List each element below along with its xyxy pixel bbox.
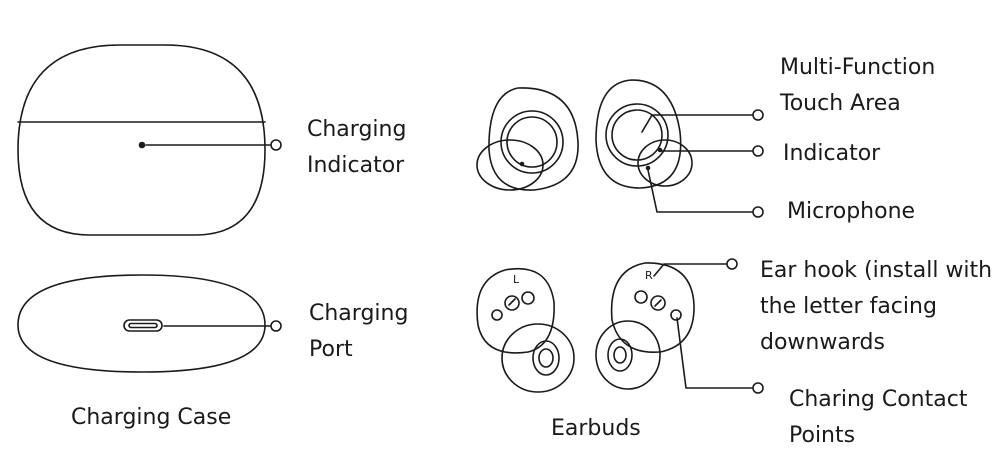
earbud-right-lower [595,262,695,390]
leader-touch-area [641,109,764,133]
label-indicator: Indicator [783,141,881,166]
leader-charging-indicator [145,139,282,151]
caption-earbuds: Earbuds [551,416,641,441]
leader-charging-port [163,320,282,332]
caption-charging-case: Charging Case [71,405,232,430]
label-charging-port: Charging Port [309,301,409,362]
leader-indicator [660,145,764,157]
case-indicator-dot [138,141,146,149]
earbud-left-lower [476,268,575,393]
charging-case-bottom-view [17,274,266,373]
contact-point [670,309,682,321]
left-side-mark: L [513,273,520,286]
microphone-dot [645,165,651,171]
label-contact-points: Charing Contact Points [789,387,968,448]
leader-ear-hook [653,258,738,277]
label-touch-area: Multi-Function Touch Area [780,55,936,116]
usb-c-port [123,319,163,332]
label-microphone: Microphone [787,199,916,224]
earbud-right-upper [595,79,693,189]
earbud-left-upper [476,87,579,191]
leader-contact-points [676,317,764,394]
charging-case-top-view [17,44,266,236]
label-charging-indicator: Charging Indicator [307,117,407,178]
right-side-mark: R [645,269,653,282]
leader-microphone [647,169,764,218]
label-ear-hook: Ear hook (install with the letter facing… [760,258,993,355]
